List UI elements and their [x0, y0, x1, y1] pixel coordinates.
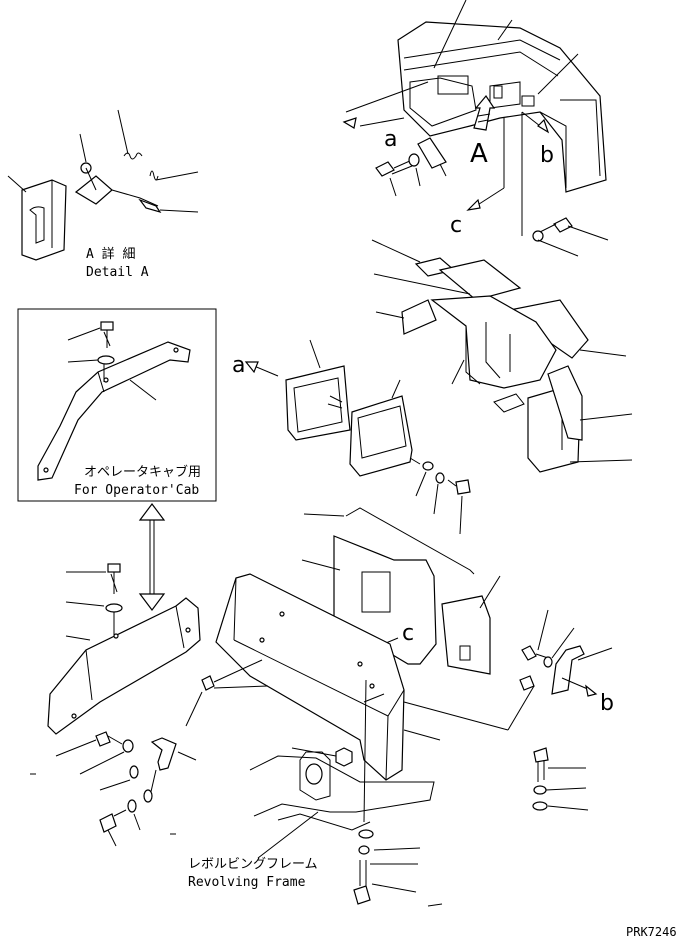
bulkhead-nut [335, 747, 353, 767]
left-lower-bracket-body [47, 597, 201, 735]
rh-bracket [551, 645, 585, 695]
lower-small-panel [441, 595, 491, 675]
window-frames [244, 339, 471, 535]
left-lower-bracket [47, 563, 201, 735]
hw-clip [150, 737, 177, 771]
operator-cab-frame [17, 308, 217, 502]
middle-bolt [455, 479, 471, 495]
hw-bolt-1 [95, 731, 111, 747]
view-label-b-low: b [600, 691, 614, 716]
rh-bolt-1 [521, 645, 537, 661]
view-label-a-mid: a [232, 353, 245, 378]
view-label-A: A [470, 139, 488, 169]
drawing-code: PRK7246 [626, 925, 677, 939]
middle-pads [371, 239, 633, 473]
vertical-bolt [353, 885, 371, 905]
revolving-frame-title-jp: レボルビングフレーム [188, 857, 318, 872]
operator-cab-title-en: For Operator'Cab [74, 483, 199, 498]
pad-center-panel [430, 295, 557, 389]
left-washer [105, 603, 123, 613]
right-lower-hardware [403, 609, 613, 811]
operator-cab-box: オペレータキャブ用 For Operator'Cab [17, 308, 217, 502]
view-label-c-top: c [450, 213, 462, 238]
view-label-c-low: c [402, 621, 414, 646]
detail-a-title-jp: A 詳 細 [86, 246, 135, 262]
rh-bolt-2 [519, 675, 535, 691]
lower-left-hardware [30, 731, 197, 847]
detail-a-group: A 詳 細 Detail A [7, 109, 199, 280]
revolving-frame-title-en: Revolving Frame [188, 875, 306, 890]
view-label-a-top: a [384, 127, 397, 152]
operator-cab-washer [97, 355, 115, 365]
operator-cab-bolt-head [100, 321, 114, 331]
left-bolt-head [107, 563, 121, 573]
detail-a-pin [138, 198, 162, 214]
hw-bolt-2 [99, 813, 117, 833]
top-hood-assembly [342, 0, 609, 257]
rh-bolt-3 [533, 747, 549, 763]
panel-screw [201, 675, 215, 691]
pad-top-center [438, 259, 522, 301]
lower-wire [345, 507, 475, 575]
top-hood-cover [397, 21, 607, 193]
pad-left-small [401, 299, 437, 335]
operator-cab-bracket [37, 341, 191, 481]
double-arrow [138, 503, 166, 611]
frame-left [285, 365, 351, 441]
detail-a-title-en: Detail A [86, 265, 149, 280]
operator-cab-title-jp: オペレータキャブ用 [84, 464, 201, 480]
main-bulkhead [185, 573, 443, 907]
detail-a-lever [74, 175, 113, 205]
pad-right-tall [547, 365, 583, 441]
view-label-b-top: b [540, 143, 554, 168]
